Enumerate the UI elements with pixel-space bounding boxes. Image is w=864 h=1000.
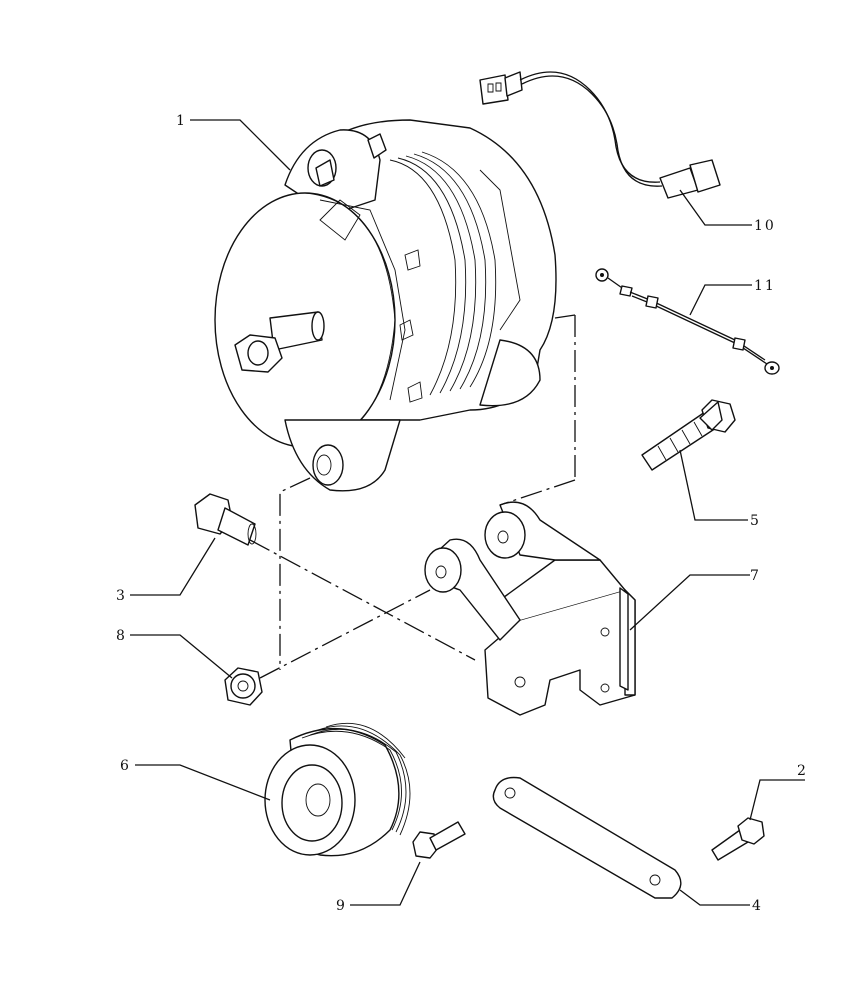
long-bolt	[641, 399, 736, 471]
callout-11: 11	[754, 278, 776, 294]
small-bolt	[412, 821, 466, 859]
assembly-centerlines	[249, 314, 576, 679]
flange-nut	[224, 667, 263, 706]
mounting-bracket	[424, 501, 636, 716]
callout-3: 3	[116, 588, 127, 604]
callout-6: 6	[120, 758, 131, 774]
bolt-2	[711, 817, 765, 861]
link-plate	[492, 776, 682, 899]
alternator	[214, 119, 557, 492]
callout-labels: 1 2 3 4 5 6 7 8 9 10 11	[116, 113, 808, 914]
callout-7: 7	[750, 568, 761, 584]
callout-4: 4	[752, 898, 763, 914]
leader-lines	[130, 119, 805, 906]
callout-1: 1	[176, 113, 187, 129]
callout-8: 8	[116, 628, 127, 644]
callout-10: 10	[754, 218, 776, 234]
callout-5: 5	[750, 513, 761, 529]
ground-cable	[595, 268, 780, 375]
callout-2: 2	[797, 763, 808, 779]
callout-9: 9	[336, 898, 347, 914]
wiring-harness	[479, 71, 721, 199]
pulley	[264, 722, 411, 857]
short-bolt	[194, 493, 257, 546]
